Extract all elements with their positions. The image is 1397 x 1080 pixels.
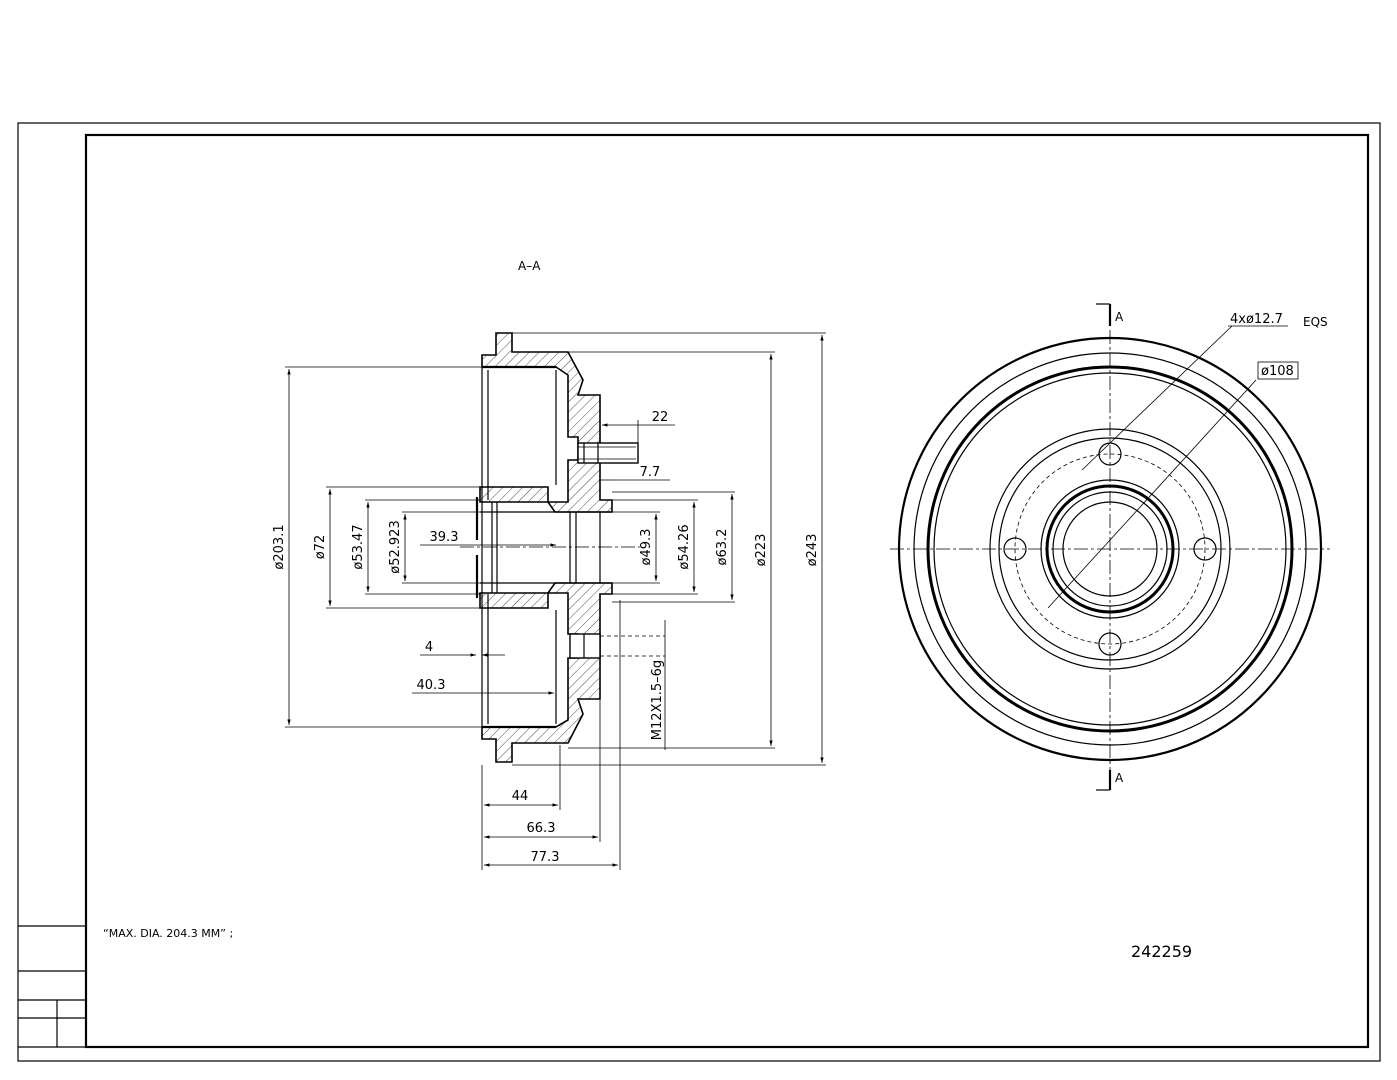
dim-44: 44 bbox=[512, 789, 529, 804]
dim-49-3: ø49.3 bbox=[639, 529, 654, 566]
dim-40-3: 40.3 bbox=[417, 678, 446, 693]
bolt-hole-left bbox=[1003, 537, 1027, 561]
dim-22: 22 bbox=[652, 410, 669, 425]
section-label: A–A bbox=[518, 259, 541, 273]
drum-front-view bbox=[890, 303, 1330, 791]
dim-pcd: ø108 bbox=[1261, 364, 1294, 379]
drum-section-view bbox=[460, 332, 665, 763]
dim-203-1: ø203.1 bbox=[272, 524, 287, 569]
dim-223: ø223 bbox=[754, 534, 769, 567]
dim-53-47: ø53.47 bbox=[351, 524, 366, 569]
dim-holes: 4xø12.7 bbox=[1230, 312, 1283, 327]
dim-7-7: 7.7 bbox=[640, 465, 661, 480]
dim-eqs: EQS bbox=[1303, 315, 1328, 329]
note-max-dia: “MAX. DIA. 204.3 MM” ; bbox=[103, 927, 233, 940]
section-marker-top: A bbox=[1115, 310, 1124, 324]
dim-63-2: ø63.2 bbox=[715, 529, 730, 566]
drum-wall-section-upper bbox=[479, 332, 613, 513]
drawing-frame bbox=[17, 122, 1381, 1062]
dim-39-3: 39.3 bbox=[430, 530, 459, 545]
dim-54-26: ø54.26 bbox=[677, 524, 692, 569]
dim-thread: M12X1.5–6g bbox=[650, 660, 665, 740]
drum-wall-section-lower bbox=[479, 582, 613, 763]
part-number: 242259 bbox=[1131, 942, 1192, 961]
dim-243: ø243 bbox=[805, 534, 820, 567]
front-view-leaders bbox=[1047, 325, 1299, 609]
section-dimension-lines bbox=[285, 332, 826, 870]
dim-52-923: ø52.923 bbox=[388, 520, 403, 573]
dim-77-3: 77.3 bbox=[531, 850, 560, 865]
section-marker-bottom: A bbox=[1115, 771, 1124, 785]
wheel-stud-lower bbox=[569, 633, 665, 659]
dim-66-3: 66.3 bbox=[527, 821, 556, 836]
dim-4: 4 bbox=[425, 640, 433, 655]
wheel-stud-upper bbox=[577, 442, 639, 464]
title-block-stub bbox=[18, 925, 86, 1047]
dim-72: ø72 bbox=[313, 535, 328, 560]
